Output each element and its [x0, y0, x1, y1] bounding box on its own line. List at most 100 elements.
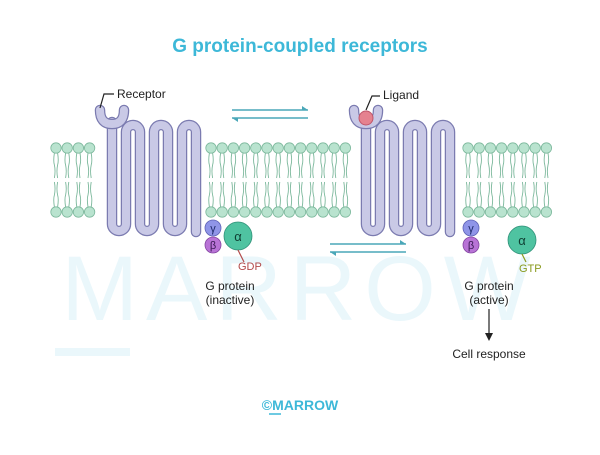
lipid-tail [331, 152, 334, 179]
lipid-tail [264, 181, 267, 208]
lipid-tail [230, 152, 233, 179]
lipid-tail [208, 152, 211, 179]
lipid-tail [241, 152, 245, 179]
lipid-tail [532, 181, 535, 208]
lipid-tail [487, 181, 490, 208]
lipid-tail [510, 181, 513, 208]
receptor-label: Receptor [117, 87, 166, 101]
lipid-head [473, 142, 485, 154]
lipid-tail [264, 152, 267, 179]
ligand-molecule [358, 110, 374, 126]
g-protein-inactive-state: (inactive) [206, 293, 255, 307]
lipid-tail [267, 181, 270, 208]
lipid-tail [297, 152, 301, 179]
lipid-tail [490, 181, 494, 208]
lipid-tail [331, 181, 334, 208]
g-protein-inactive: γ β α GDP [204, 219, 262, 273]
lipid-tail [535, 152, 538, 179]
lipid-tail [297, 181, 301, 208]
lipid-tail [278, 181, 281, 208]
lipid-tail [78, 181, 82, 208]
lipid-head [328, 142, 340, 154]
lipid-tail [275, 152, 278, 179]
beta-symbol-left: β [210, 240, 216, 252]
lipid-head [272, 142, 284, 154]
lipid-tail [53, 181, 56, 208]
lipid-head [484, 206, 496, 218]
lipid-head [50, 142, 62, 154]
lipid-tail [78, 152, 82, 179]
lipid-tail [476, 152, 479, 179]
lipid-tail [312, 181, 315, 208]
lipid-tail [86, 152, 90, 179]
lipid-tail [524, 152, 527, 179]
equilibrium-arrows-bottom [330, 240, 406, 256]
lipid-tail [510, 152, 513, 179]
receptor-inactive [94, 104, 202, 238]
lipid-tail [543, 181, 546, 208]
lipid-tail [275, 181, 278, 208]
lipid-tail [90, 181, 93, 208]
lipid-tail [53, 152, 56, 179]
g-protein-active-label: G protein [464, 279, 513, 293]
watermark-text: MARROW [61, 238, 538, 340]
alpha-symbol-left: α [234, 229, 242, 244]
diagram-title: G protein-coupled receptors [172, 36, 427, 57]
lipid-tail [513, 152, 516, 179]
lipid-tail [535, 181, 538, 208]
lipid-tail [211, 181, 214, 208]
ligand-label: Ligand [383, 88, 419, 102]
lipid-head [462, 206, 474, 218]
lipid-head [205, 206, 217, 218]
lipid-tail [241, 181, 245, 208]
lipid-tail [342, 181, 345, 208]
equilibrium-arrows-top [232, 106, 308, 122]
lipid-head [495, 142, 508, 154]
lipid-tail [498, 152, 502, 179]
lipid-tail [222, 181, 225, 208]
lipid-head [283, 142, 295, 154]
lipid-head [540, 142, 553, 154]
lipid-tail [479, 181, 482, 208]
lipid-tail [301, 181, 304, 208]
lipid-tail [219, 181, 222, 208]
lipid-tail [278, 152, 281, 179]
gdp-label: GDP [238, 261, 262, 273]
lipid-tail [245, 181, 248, 208]
g-protein-active-state: (active) [469, 293, 508, 307]
footer-logo: ©MARROW [262, 397, 339, 413]
lipid-tail [245, 152, 248, 179]
lipid-tail [230, 181, 233, 208]
lipid-tail [513, 181, 516, 208]
ligand-leader-line [365, 95, 380, 111]
lipid-tail [465, 152, 468, 179]
lipid-tail [309, 152, 312, 179]
lipid-head [328, 206, 340, 218]
receptor-leader-line [99, 93, 114, 109]
lipid-head [61, 206, 73, 218]
lipid-tail [323, 152, 326, 179]
receptor-binding-pocket [96, 106, 128, 129]
lipid-head [250, 142, 262, 154]
lipid-head [239, 142, 251, 154]
lipid-head [294, 142, 307, 154]
gdp-link [237, 249, 245, 263]
lipid-tail [233, 152, 237, 179]
lipid-tail [546, 152, 550, 179]
lipid-tail [320, 152, 323, 179]
lipid-head [227, 206, 239, 218]
receptor-active [348, 104, 456, 238]
lipid-tail [208, 181, 211, 208]
beta-subunit-left [204, 236, 222, 254]
lipid-head [495, 206, 508, 218]
gamma-subunit-right [462, 219, 480, 237]
lipid-head [283, 206, 295, 218]
receptor-helix-fill [362, 118, 454, 236]
lipid-tail [524, 181, 527, 208]
lipid-tail [90, 152, 93, 179]
lipid-tail [256, 181, 259, 208]
lipid-head [294, 206, 307, 218]
lipid-tail [323, 181, 326, 208]
lipid-head [473, 206, 485, 218]
